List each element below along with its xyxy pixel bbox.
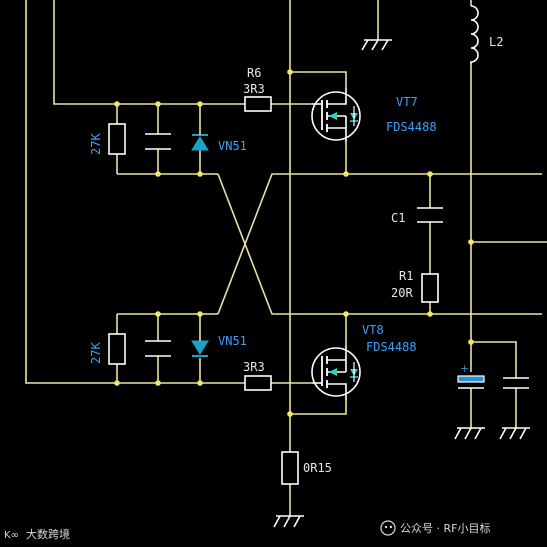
junction-dot (197, 101, 203, 107)
wire-cross-a (217, 173, 542, 315)
wire-top-gate-rail (53, 0, 245, 105)
label-3r3-bottom: 3R3 (243, 360, 265, 374)
ground-icon (361, 39, 392, 51)
watermark-right: 公众号 · RF小目标 (380, 520, 490, 536)
capacitor-top (145, 133, 171, 150)
mosfet-vt8 (311, 346, 361, 400)
junction-dot (468, 239, 474, 245)
resistor-0r15 (281, 451, 299, 485)
junction-dot (155, 101, 161, 107)
wechat-icon-eye (389, 525, 393, 529)
junction-dot (287, 411, 293, 417)
watermark-logo-icon: K∞ (4, 530, 19, 541)
label-27k-bottom: 27K (89, 342, 103, 364)
label-27k-top: 27K (89, 133, 103, 155)
label-r1-ref: R1 (399, 269, 413, 283)
ground-icon (499, 427, 530, 440)
junction-dot (343, 171, 349, 177)
electrolytic-capacitor: + (457, 362, 485, 389)
resistor-27k-top (108, 123, 126, 155)
junction-dot (287, 69, 293, 75)
junction-dot (155, 171, 161, 177)
label-vn51-top: VN51 (218, 139, 247, 153)
capacitor-c1 (417, 207, 443, 223)
label-vt7-ref: VT7 (396, 95, 418, 109)
wire-bottom-gate-rail (25, 0, 245, 384)
capacitor-bottom (145, 340, 171, 357)
junction-dot (155, 311, 161, 317)
label-vt8-part: FDS4488 (366, 340, 417, 354)
resistors (108, 96, 439, 485)
resistor-r6 (244, 96, 272, 112)
capacitors (145, 133, 529, 389)
junction-dot (197, 380, 203, 386)
label-0r15: 0R15 (303, 461, 332, 475)
label-vt8-ref: VT8 (362, 323, 384, 337)
junction-dot (155, 380, 161, 386)
junction-dot (197, 171, 203, 177)
wires (25, 0, 547, 516)
watermark-right-text: 公众号 · RF小目标 (400, 521, 490, 535)
junction-dot (427, 311, 433, 317)
wire (290, 71, 347, 88)
junction-dot (114, 101, 120, 107)
wire (290, 400, 347, 415)
ground-icon (454, 427, 485, 440)
junctions (114, 69, 474, 417)
grounds (273, 39, 530, 528)
junction-dot (427, 171, 433, 177)
wechat-icon (380, 520, 396, 536)
ground-icon (273, 515, 304, 528)
label-vn51-bottom: VN51 (218, 334, 247, 348)
label-vt7-part: FDS4488 (386, 120, 437, 134)
junction-dot (197, 311, 203, 317)
junction-dot (343, 311, 349, 317)
junction-dot (114, 380, 120, 386)
label-l2-ref: L2 (489, 35, 503, 49)
labels: R6 3R3 VT7 FDS4488 L2 27K VN51 C1 R1 20R… (89, 35, 503, 475)
wire-cross-b (217, 173, 542, 315)
wire (471, 341, 517, 378)
diode-bottom (191, 339, 209, 357)
label-r1-value: 20R (391, 286, 413, 300)
capacitor-output-right (503, 377, 529, 389)
inductor-l2 (470, 5, 479, 64)
diode-top (191, 130, 209, 151)
watermark-left-text: 大数跨境 (26, 527, 70, 541)
resistor-3r3-bottom (244, 375, 272, 391)
wechat-icon-eye (384, 525, 388, 529)
label-c1-ref: C1 (391, 211, 405, 225)
watermark-left: K∞ 大数跨境 (4, 527, 70, 541)
label-r6-value: 3R3 (243, 82, 265, 96)
resistor-r1 (421, 273, 439, 303)
mosfet-vt7 (311, 88, 361, 142)
junction-dot (468, 339, 474, 345)
resistor-27k-bottom (108, 333, 126, 365)
polarity-plus-icon: + (460, 362, 469, 375)
label-r6-ref: R6 (247, 66, 261, 80)
